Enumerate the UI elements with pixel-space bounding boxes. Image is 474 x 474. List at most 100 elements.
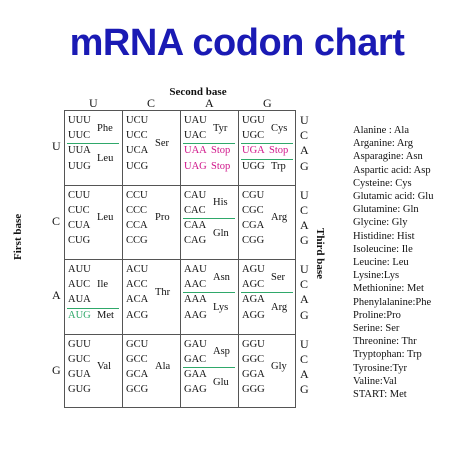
- amino-acid-label: Phe: [97, 122, 113, 134]
- codon: UGC: [242, 130, 265, 142]
- codon: UAC: [184, 130, 207, 142]
- abbreviation-item: Arganine: Arg: [353, 138, 413, 150]
- codon: GCA: [126, 368, 149, 380]
- codon: UAA: [184, 145, 207, 157]
- amino-acid-label: Thr: [155, 286, 171, 298]
- stop-label: Stop: [211, 160, 231, 172]
- amino-acid-label: Val: [97, 361, 111, 373]
- codon: GUU: [68, 338, 91, 350]
- codon: GAC: [184, 353, 207, 365]
- abbreviation-item: Alanine : Ala: [353, 125, 409, 136]
- third-base-letter: A: [300, 143, 309, 158]
- group-separator: [183, 366, 235, 368]
- codon: GCG: [126, 384, 149, 396]
- third-base-letter: A: [300, 217, 309, 232]
- codon: AUC: [68, 279, 91, 291]
- third-base-letter: C: [300, 277, 309, 292]
- third-base-letter: G: [300, 382, 309, 397]
- codon: CGG: [242, 235, 265, 247]
- first-base-letter: U: [52, 139, 61, 154]
- abbreviation-item: Leucine: Leu: [353, 257, 409, 269]
- codon: UGU: [242, 115, 265, 126]
- codon: GGC: [242, 353, 265, 365]
- codon: CUG: [68, 235, 91, 247]
- codon: AAC: [184, 279, 207, 291]
- abbreviation-item: Valine:Val: [353, 375, 397, 387]
- abbreviation-item: Isoleucine: Ile: [353, 243, 413, 255]
- first-base-label: First base: [12, 213, 24, 260]
- codon: AUU: [68, 264, 91, 275]
- abbreviation-item: Methionine: Met: [353, 283, 424, 295]
- amino-acid-label: Asp: [213, 346, 230, 358]
- second-base-letter: C: [147, 96, 156, 110]
- amino-acid-label: Pro: [155, 212, 170, 224]
- third-base-letter: U: [300, 187, 309, 202]
- amino-acid-label: Glu: [213, 376, 229, 388]
- abbreviation-item: Proline:Pro: [353, 309, 401, 321]
- abbreviation-item: Glutamic acid: Glu: [353, 191, 434, 203]
- codon: UAU: [184, 115, 207, 126]
- second-base-letter: G: [263, 96, 272, 110]
- first-base-letter: A: [52, 288, 61, 303]
- grid-divider: [65, 333, 295, 335]
- abbreviation-item: START: Met: [353, 389, 407, 401]
- codon: CAU: [184, 189, 207, 201]
- amino-acid-label: Ser: [271, 271, 285, 283]
- third-base-letter: U: [300, 113, 309, 127]
- amino-acid-label: Gln: [213, 227, 229, 239]
- chart-title: mRNA codon chart: [69, 22, 405, 64]
- amino-acid-label: Gly: [271, 361, 287, 373]
- codon: AAU: [184, 264, 207, 275]
- codon: AAA: [184, 294, 207, 306]
- abbreviation-item: Threonine: Thr: [353, 336, 417, 348]
- group-separator: [241, 158, 293, 160]
- group-separator: [241, 143, 293, 145]
- second-base-letter: U: [89, 96, 98, 110]
- amino-acid-label: Ile: [97, 279, 109, 291]
- third-base-letter: U: [300, 336, 309, 351]
- codon: UUU: [68, 115, 91, 126]
- third-base-letter: C: [300, 202, 309, 217]
- amino-acid-label: His: [213, 197, 228, 209]
- grid-divider: [238, 111, 239, 407]
- codon: ACG: [126, 309, 149, 321]
- codon: CGA: [242, 219, 265, 231]
- codon: ACC: [126, 279, 148, 291]
- codon: UGG: [242, 160, 265, 172]
- third-base-letter: C: [300, 351, 309, 366]
- third-base-letter: G: [300, 158, 309, 173]
- amino-acid-label: Asn: [213, 271, 230, 283]
- third-base-letter: U: [300, 262, 309, 276]
- abbreviation-item: Histidine: Hist: [353, 230, 415, 242]
- third-base-letter: A: [300, 292, 309, 307]
- codon: AGU: [242, 264, 265, 275]
- third-base-letter: C: [300, 128, 309, 143]
- grid-divider: [65, 259, 295, 260]
- second-base-letter: A: [205, 96, 214, 110]
- first-base-letter: C: [52, 213, 61, 228]
- third-base-letter: G: [300, 233, 309, 248]
- stop-label: Stop: [269, 145, 289, 157]
- codon: CUA: [68, 219, 91, 231]
- codon: GAA: [184, 368, 207, 380]
- codon: CGC: [242, 204, 264, 216]
- abbreviation-item: Serine: Ser: [353, 323, 400, 335]
- codon: GCU: [126, 338, 149, 350]
- amino-acid-label: Cys: [271, 122, 288, 134]
- group-separator: [183, 143, 235, 145]
- codon: GAG: [184, 384, 207, 396]
- codon: GAU: [184, 338, 207, 350]
- group-separator: [241, 292, 293, 294]
- codon: GCC: [126, 353, 148, 365]
- amino-acid-label: Arg: [271, 212, 288, 224]
